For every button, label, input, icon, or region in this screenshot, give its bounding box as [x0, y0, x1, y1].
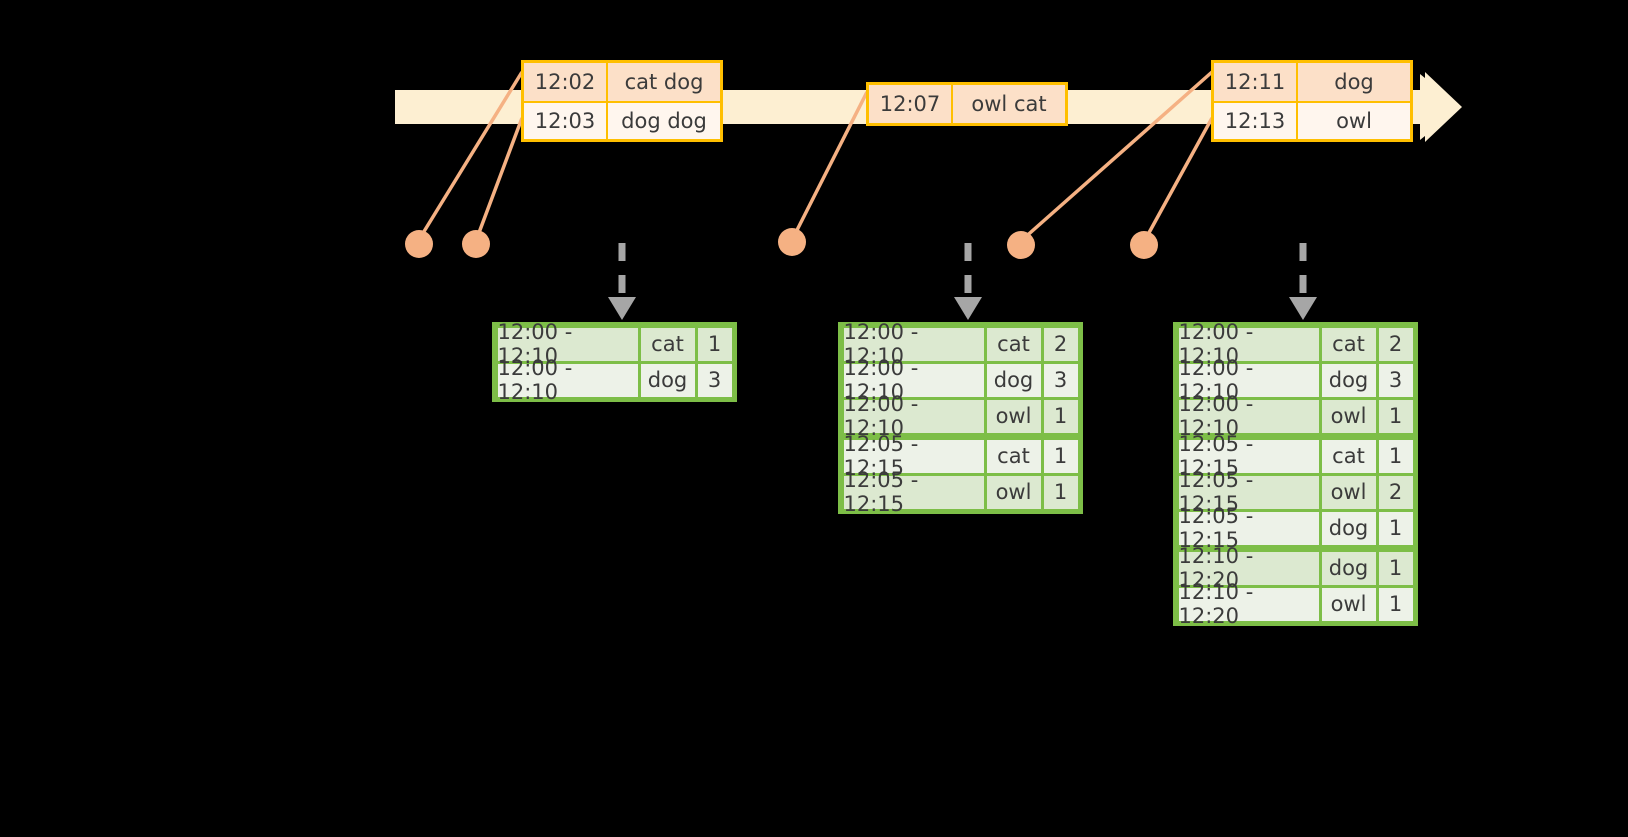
result-window-cell: 12:00 - 12:10 — [843, 320, 984, 368]
dot-1 — [405, 230, 433, 258]
result-count-cell: 1 — [1378, 551, 1413, 585]
result-window-cell: 12:05 - 12:15 — [843, 432, 984, 480]
result-window-cell: 12:05 - 12:15 — [1178, 432, 1319, 480]
result-key-cell: cat — [640, 327, 695, 361]
dot-4 — [1007, 231, 1035, 259]
result-key-cell: owl — [1321, 587, 1376, 621]
result-key-cell: dog — [1321, 551, 1376, 585]
result-key-cell: cat — [986, 327, 1041, 361]
result-window-cell: 12:05 - 12:15 — [843, 468, 984, 516]
result-key-cell: cat — [1321, 327, 1376, 361]
result-key-cell: dog — [1321, 363, 1376, 397]
result-count-cell: 1 — [1378, 587, 1413, 621]
timeline-arrowhead — [1425, 72, 1462, 142]
emit-arrows — [618, 243, 1307, 300]
event-time: 12:11 — [1214, 63, 1298, 101]
result-window-cell: 12:10 - 12:20 — [1178, 580, 1319, 628]
emit-arrow-1-head — [608, 297, 636, 320]
event-group-1[interactable]: 12:02 cat dog 12:03 dog dog — [521, 60, 723, 142]
connector-dots — [405, 228, 1158, 259]
event-time: 12:13 — [1214, 101, 1298, 139]
window-group-separator — [842, 434, 1079, 438]
event-value: owl — [1298, 101, 1410, 139]
result-count-cell: 1 — [697, 327, 732, 361]
result-window-cell: 12:00 - 12:10 — [497, 356, 638, 404]
result-count-cell: 1 — [1043, 439, 1078, 473]
event-value: dog — [1298, 63, 1410, 101]
result-count-cell: 1 — [1043, 399, 1078, 433]
result-count-cell: 2 — [1378, 475, 1413, 509]
event-group-2[interactable]: 12:07 owl cat — [866, 82, 1068, 126]
event-time: 12:03 — [524, 101, 608, 139]
result-key-cell: dog — [986, 363, 1041, 397]
event-time: 12:07 — [869, 85, 953, 123]
result-count-cell: 1 — [1043, 475, 1078, 509]
event-row[interactable]: 12:07 owl cat — [869, 85, 1065, 123]
connector-line-2 — [475, 117, 524, 239]
result-count-cell: 2 — [1378, 327, 1413, 361]
emit-arrowheads — [608, 297, 1317, 320]
result-key-cell: cat — [986, 439, 1041, 473]
result-count-cell: 2 — [1043, 327, 1078, 361]
result-window-cell: 12:00 - 12:10 — [843, 392, 984, 440]
result-count-cell: 1 — [1378, 399, 1413, 433]
event-row[interactable]: 12:11 dog — [1214, 63, 1410, 101]
result-key-cell: owl — [986, 399, 1041, 433]
result-count-cell: 3 — [1043, 363, 1078, 397]
event-value: owl cat — [953, 85, 1065, 123]
result-window-cell: 12:10 - 12:20 — [1178, 544, 1319, 592]
result-key-cell: owl — [1321, 399, 1376, 433]
result-count-cell: 3 — [697, 363, 732, 397]
connector-line-3 — [791, 91, 869, 239]
event-value: cat dog — [608, 63, 720, 101]
event-group-3[interactable]: 12:11 dog 12:13 owl — [1211, 60, 1413, 142]
dot-2 — [462, 230, 490, 258]
connector-line-5 — [1143, 117, 1214, 241]
result-window-cell: 12:05 - 12:15 — [1178, 504, 1319, 552]
result-key-cell: owl — [1321, 475, 1376, 509]
event-row[interactable]: 12:13 owl — [1214, 101, 1410, 139]
event-value: dog dog — [608, 101, 720, 139]
result-key-cell: dog — [640, 363, 695, 397]
event-row[interactable]: 12:02 cat dog — [524, 63, 720, 101]
result-window-cell: 12:00 - 12:10 — [1178, 392, 1319, 440]
result-count-cell: 3 — [1378, 363, 1413, 397]
result-window-cell: 12:00 - 12:10 — [1178, 356, 1319, 404]
result-window-cell: 12:00 - 12:10 — [1178, 320, 1319, 368]
connector-line-1 — [418, 71, 524, 239]
dot-5 — [1130, 231, 1158, 259]
result-count-cell: 1 — [1378, 439, 1413, 473]
result-window-cell: 12:00 - 12:10 — [843, 356, 984, 404]
result-key-cell: cat — [1321, 439, 1376, 473]
result-key-cell: dog — [1321, 511, 1376, 545]
emit-arrow-2-head — [954, 297, 982, 320]
window-group-separator — [1177, 546, 1414, 550]
timeline-arrowhead-tip — [1420, 74, 1461, 140]
result-key-cell: owl — [986, 475, 1041, 509]
event-row[interactable]: 12:03 dog dog — [524, 101, 720, 139]
dot-3 — [778, 228, 806, 256]
event-time: 12:02 — [524, 63, 608, 101]
window-group-separator — [1177, 434, 1414, 438]
emit-arrow-3-head — [1289, 297, 1317, 320]
result-count-cell: 1 — [1378, 511, 1413, 545]
